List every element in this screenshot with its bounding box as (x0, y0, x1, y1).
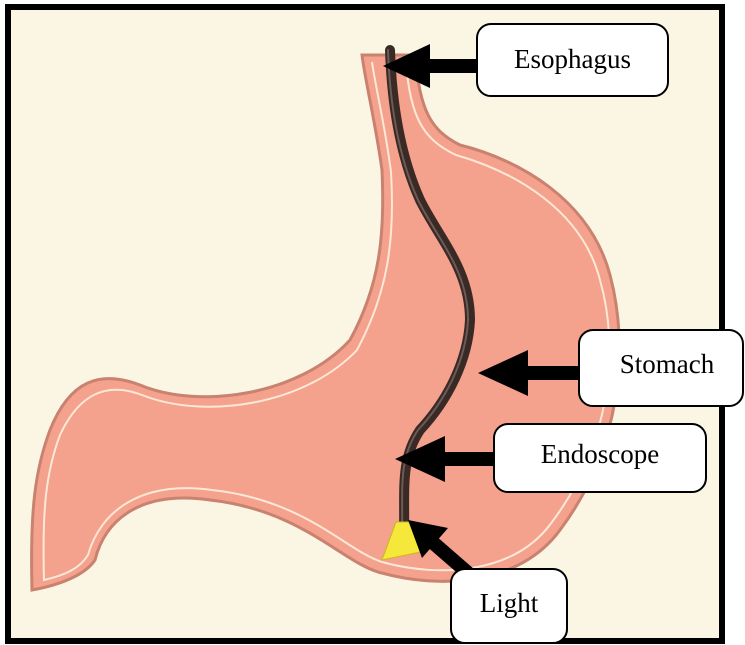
callout-stomach: Stomach (579, 330, 743, 406)
callout-light: Light (451, 569, 567, 643)
label-endoscope: Endoscope (541, 439, 659, 469)
stomach-organ (32, 55, 620, 590)
label-light: Light (480, 588, 539, 618)
callout-esophagus: Esophagus (477, 24, 668, 96)
callout-endoscope: Endoscope (494, 424, 706, 492)
label-stomach: Stomach (620, 349, 715, 379)
label-esophagus: Esophagus (514, 44, 631, 74)
stomach-outer-wall (32, 55, 620, 590)
